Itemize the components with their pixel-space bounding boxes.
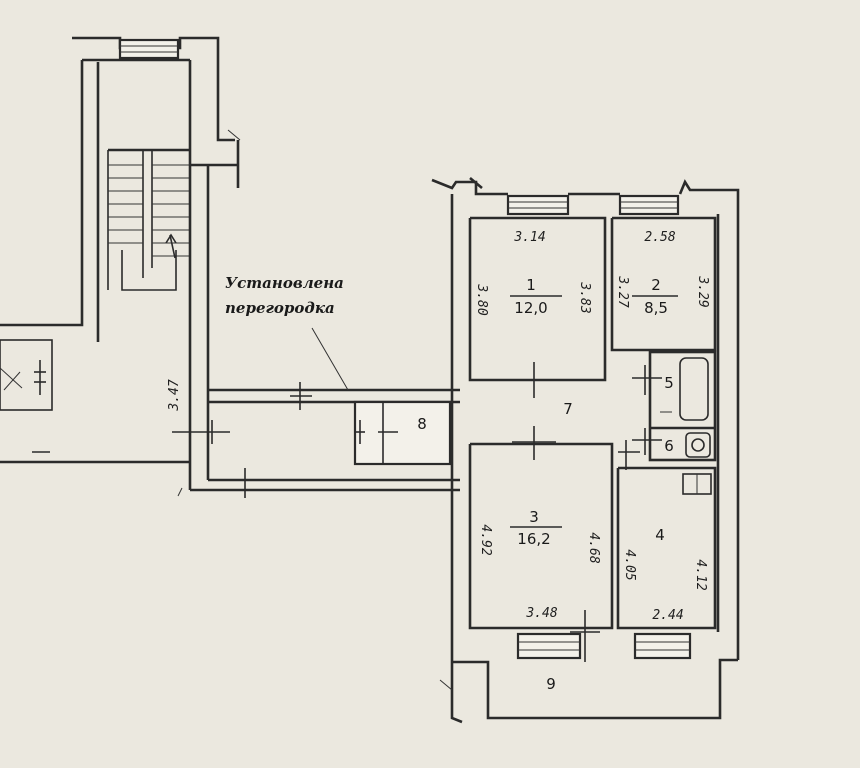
apartment-outline [431, 177, 740, 724]
room-1-number: 1 [526, 276, 536, 294]
dim-room3-bottom: 3.48 [525, 606, 557, 621]
dim-room1-right: 3.83 [577, 281, 592, 313]
dim-room1-top: 3.14 [513, 230, 545, 245]
room-1-area: 12,0 [514, 299, 547, 317]
room-2-number: 2 [651, 276, 661, 294]
neighbour-fragment [0, 339, 190, 464]
room-8 [353, 400, 452, 466]
room-4-number: 4 [655, 526, 665, 544]
room-4 [616, 466, 717, 630]
dim-room2-top: 2.58 [644, 230, 675, 245]
dim-room3-left: 4.92 [478, 524, 493, 555]
room-3 [468, 442, 614, 630]
staircase-block [0, 36, 241, 342]
dim-room4-bottom: 2.44 [652, 608, 683, 623]
annotation-leader [311, 327, 349, 391]
dim-room1-left: 3.80 [474, 283, 489, 315]
dim-room2-right: 3.29 [695, 275, 710, 307]
room-6-number: 6 [664, 437, 674, 455]
room-1 [468, 216, 607, 382]
annotation-line-1: Установлена [225, 274, 344, 292]
top-windows [506, 194, 680, 216]
dim-corridor: 3.47 [167, 379, 182, 411]
room-2 [610, 216, 717, 352]
room-3-number: 3 [529, 508, 539, 526]
room-5-number: 5 [664, 374, 674, 392]
annotation-line-2: перегородка [225, 299, 335, 317]
dim-room4-right: 4.12 [693, 559, 708, 590]
room-3-area: 16,2 [517, 530, 550, 548]
room-9-number: 9 [546, 675, 556, 693]
balcony-windows [516, 632, 692, 660]
dim-room2-left: 3.27 [615, 275, 630, 307]
dim-room4-left: 4.05 [622, 549, 637, 580]
room-2-area: 8,5 [644, 299, 668, 317]
dim-room3-right: 4.68 [586, 532, 601, 563]
room-8-number: 8 [417, 415, 427, 433]
room-7-number: 7 [563, 400, 573, 418]
bathroom-block [632, 350, 717, 462]
door-marks [512, 362, 640, 662]
